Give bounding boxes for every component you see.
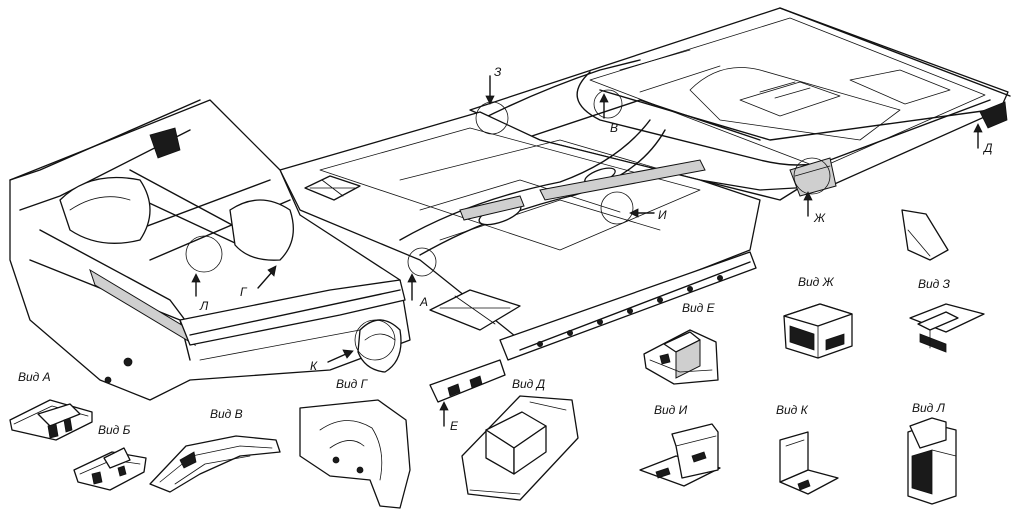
detail-view-e: Вид Е xyxy=(643,301,719,385)
view-b-label: Вид Б xyxy=(98,423,131,437)
view-l-label: Вид Л xyxy=(912,401,946,415)
view-a-label: Вид А xyxy=(18,370,51,384)
callout-v: В xyxy=(610,121,618,135)
view-v-label: Вид В xyxy=(210,407,243,421)
callout-e: Е xyxy=(450,419,459,433)
callout-d: Д xyxy=(982,141,993,155)
view-d-label: Вид Д xyxy=(512,377,546,391)
callout-i: И xyxy=(658,208,667,222)
detail-view-i: Вид И xyxy=(639,403,721,487)
callout-k: К xyxy=(310,359,318,373)
detail-view-g: Вид Г xyxy=(299,377,411,509)
detail-view-b: Вид Б xyxy=(73,423,147,491)
detail-view-a: Вид А xyxy=(9,370,93,441)
callout-zh: Ж xyxy=(813,211,826,225)
detail-view-zh: Вид Ж xyxy=(783,275,853,359)
detail-view-k: Вид К xyxy=(776,403,839,495)
view-z-label: Вид З xyxy=(918,277,951,291)
view-k-label: Вид К xyxy=(776,403,809,417)
detail-view-d: Вид Д xyxy=(461,377,579,501)
front-engine-section xyxy=(9,99,437,401)
view-e-label: Вид Е xyxy=(682,301,716,315)
rear-floor-section xyxy=(469,7,1011,201)
car-underbody-assembly: З В Д Ж И А Е К Г Л xyxy=(9,7,1011,433)
pointer-arrows xyxy=(191,75,983,427)
detail-view-l: Вид Л xyxy=(907,401,957,505)
callout-z: З xyxy=(494,65,502,79)
callout-a: А xyxy=(419,295,428,309)
detail-view-z: Вид З xyxy=(901,209,985,353)
detail-view-v: Вид В xyxy=(149,407,281,493)
sill-holes xyxy=(537,274,724,347)
callout-l: Л xyxy=(199,299,209,313)
view-zh-label: Вид Ж xyxy=(798,275,835,289)
callout-g: Г xyxy=(240,285,248,299)
view-i-label: Вид И xyxy=(654,403,688,417)
view-g-label: Вид Г xyxy=(336,377,369,391)
middle-floor-section xyxy=(279,89,831,403)
